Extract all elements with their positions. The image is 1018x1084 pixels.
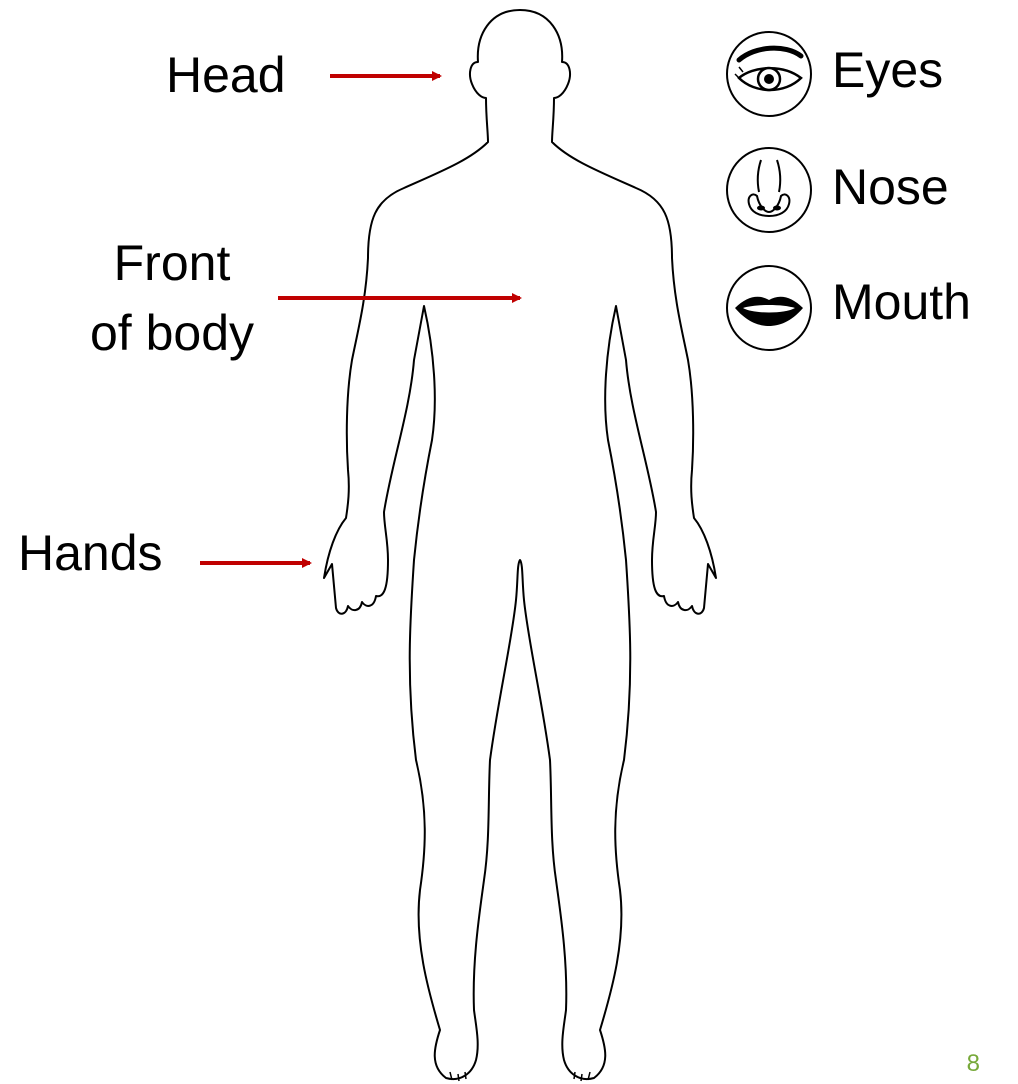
mouth-label: Mouth: [832, 277, 971, 327]
front-of-body-line1: Front: [72, 238, 272, 288]
mouth-icon: [725, 264, 813, 352]
nose-icon: [725, 146, 813, 234]
page-number: 8: [967, 1050, 980, 1078]
body-outline: [324, 10, 716, 1079]
nose-label: Nose: [832, 162, 949, 212]
hands-label: Hands: [18, 528, 163, 578]
head-label: Head: [166, 50, 286, 100]
front-of-body-line2: of body: [72, 308, 272, 358]
front-of-body-label: Front of body: [72, 238, 272, 358]
eyes-label: Eyes: [832, 45, 943, 95]
eye-icon: [725, 30, 813, 118]
